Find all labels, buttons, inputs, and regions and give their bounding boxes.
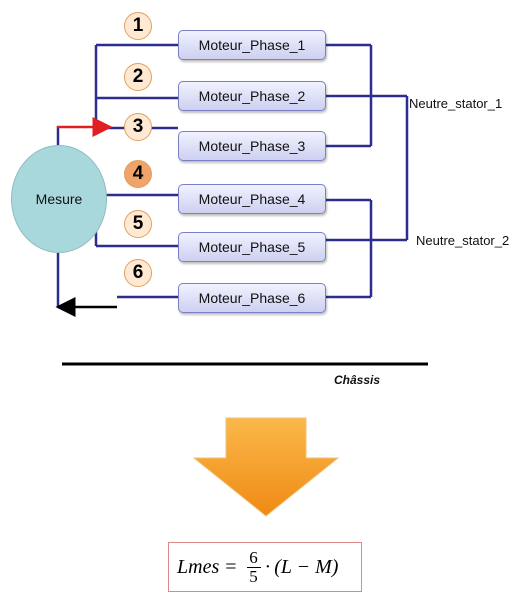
formula-rhs: (L − M) [274,555,339,578]
phase-box-1: Moteur_Phase_1 [178,30,326,60]
big-down-arrow [192,417,340,517]
phase-number-badge-6: 6 [124,259,152,287]
formula-lhs: Lmes [177,555,220,578]
formula-fraction: 6 5 [246,547,261,586]
phase-number-badge-3: 3 [124,113,152,141]
formula-box: Lmes = 6 5 · (L − M) [168,542,362,592]
phase-label: Moteur_Phase_5 [198,239,306,255]
phase-label: Moteur_Phase_4 [198,191,306,207]
mesure-label: Mesure [35,191,83,207]
formula-numerator: 6 [249,547,258,567]
phase-box-6: Moteur_Phase_6 [178,283,326,313]
phase-number-badge-2: 2 [124,63,152,91]
badge-number: 4 [132,163,144,184]
phase-box-2: Moteur_Phase_2 [178,81,326,111]
input-arrow [56,117,113,137]
phase-number-badge-4: 4 [124,160,152,188]
badge-number: 3 [132,116,144,137]
badge-number: 2 [132,66,144,87]
formula-equals: = [225,555,237,578]
phase-label: Moteur_Phase_2 [198,88,306,104]
phase-label: Moteur_Phase_3 [198,138,306,154]
badge-number: 5 [132,213,144,234]
formula-dot: · [264,555,272,578]
phase-box-3: Moteur_Phase_3 [178,131,326,161]
neutre-stator-2-label: Neutre_stator_2 [416,233,510,248]
chassis-label: Châssis [334,373,381,387]
phase-label: Moteur_Phase_6 [198,290,306,306]
phase-box-5: Moteur_Phase_5 [178,232,326,262]
phase-number-badge-5: 5 [124,210,152,238]
phase-box-4: Moteur_Phase_4 [178,184,326,214]
fraction-bar [246,566,261,568]
neutre-stator-1-label: Neutre_stator_1 [409,96,503,111]
formula-denominator: 5 [249,566,258,586]
phase-number-badge-1: 1 [124,12,152,40]
badge-number: 6 [132,262,144,283]
phase-label: Moteur_Phase_1 [198,37,306,53]
badge-number: 1 [132,15,144,36]
mesure-node: Mesure [11,145,107,253]
